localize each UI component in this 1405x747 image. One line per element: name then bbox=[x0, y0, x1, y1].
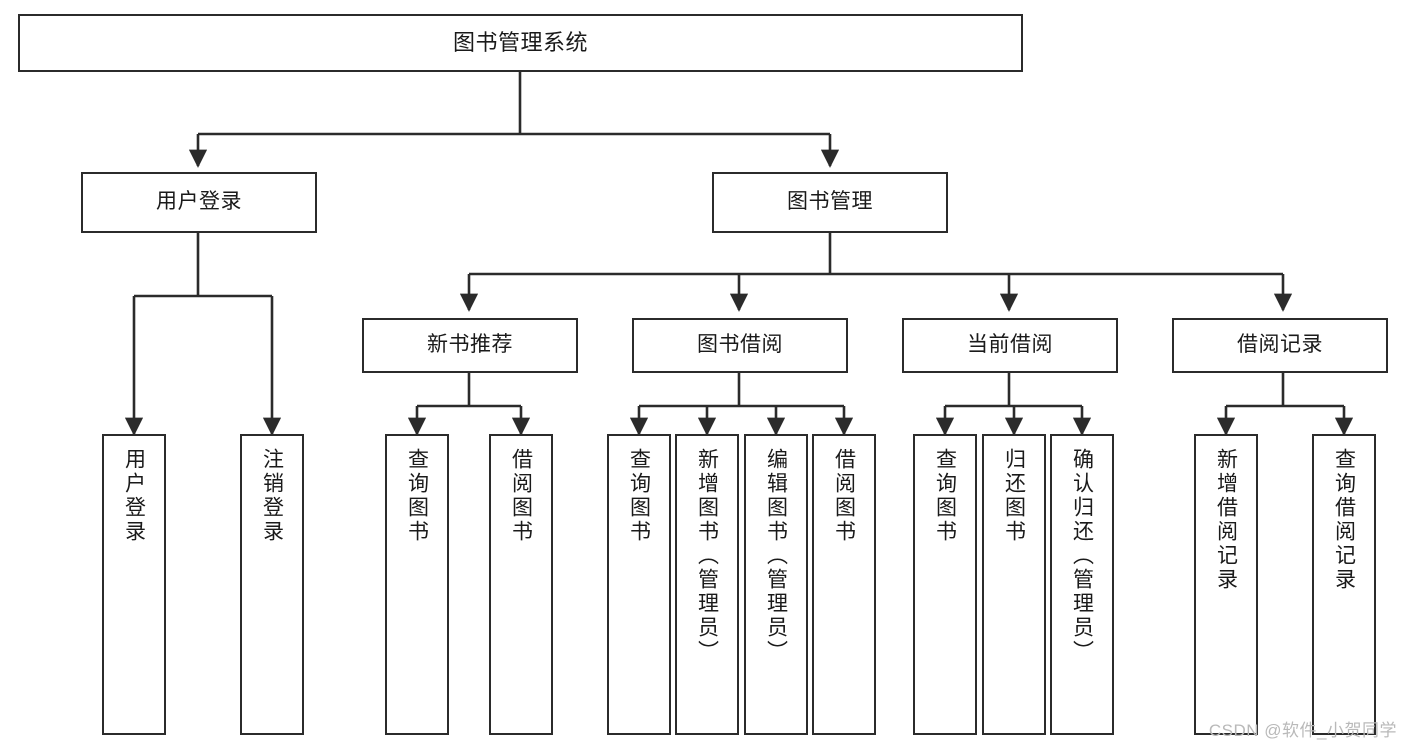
node-label: 查询图书 bbox=[933, 448, 957, 544]
node-label: 新书推荐 bbox=[427, 333, 513, 357]
node-book-borrow[interactable]: 图书借阅 bbox=[632, 318, 848, 373]
node-label: 借阅图书 bbox=[832, 448, 856, 544]
leaf-borrow-query-book[interactable]: 查询图书 bbox=[607, 434, 671, 735]
node-label: 借阅记录 bbox=[1237, 333, 1323, 357]
leaf-recommend-borrow-book[interactable]: 借阅图书 bbox=[489, 434, 553, 735]
leaf-borrow-add-book-admin[interactable]: 新增图书（管理员） bbox=[675, 434, 739, 735]
node-label: 当前借阅 bbox=[967, 333, 1053, 357]
node-label: 编辑图书（管理员） bbox=[764, 448, 788, 664]
node-label: 图书借阅 bbox=[697, 333, 783, 357]
node-label: 借阅图书 bbox=[509, 448, 533, 544]
node-label: 归还图书 bbox=[1002, 448, 1026, 544]
node-label: 查询图书 bbox=[405, 448, 429, 544]
node-new-book-recommend[interactable]: 新书推荐 bbox=[362, 318, 578, 373]
leaf-current-query-book[interactable]: 查询图书 bbox=[913, 434, 977, 735]
node-label: 新增图书（管理员） bbox=[695, 448, 719, 664]
leaf-logout-login[interactable]: 注销登录 bbox=[240, 434, 304, 735]
leaf-record-add-borrow-record[interactable]: 新增借阅记录 bbox=[1194, 434, 1258, 735]
node-user-login[interactable]: 用户登录 bbox=[81, 172, 317, 233]
node-label: 图书管理系统 bbox=[452, 30, 588, 56]
node-borrow-record[interactable]: 借阅记录 bbox=[1172, 318, 1388, 373]
node-label: 确认归还（管理员） bbox=[1070, 448, 1094, 664]
node-current-borrow[interactable]: 当前借阅 bbox=[902, 318, 1118, 373]
csdn-watermark: CSDN @软件_小贺同学 bbox=[1208, 721, 1397, 740]
node-label: 用户登录 bbox=[122, 448, 146, 544]
node-label: 查询借阅记录 bbox=[1332, 448, 1356, 592]
leaf-borrow-edit-book-admin[interactable]: 编辑图书（管理员） bbox=[744, 434, 808, 735]
node-book-management[interactable]: 图书管理 bbox=[712, 172, 948, 233]
leaf-current-return-book[interactable]: 归还图书 bbox=[982, 434, 1046, 735]
leaf-recommend-query-book[interactable]: 查询图书 bbox=[385, 434, 449, 735]
node-label: 新增借阅记录 bbox=[1214, 448, 1238, 592]
node-label: 注销登录 bbox=[260, 448, 284, 544]
leaf-borrow-borrow-book[interactable]: 借阅图书 bbox=[812, 434, 876, 735]
node-label: 查询图书 bbox=[627, 448, 651, 544]
leaf-current-confirm-return-admin[interactable]: 确认归还（管理员） bbox=[1050, 434, 1114, 735]
node-label: 用户登录 bbox=[156, 190, 242, 214]
leaf-user-login[interactable]: 用户登录 bbox=[102, 434, 166, 735]
node-root-system[interactable]: 图书管理系统 bbox=[18, 14, 1023, 72]
node-label: 图书管理 bbox=[787, 190, 873, 214]
leaf-record-query-borrow-record[interactable]: 查询借阅记录 bbox=[1312, 434, 1376, 735]
